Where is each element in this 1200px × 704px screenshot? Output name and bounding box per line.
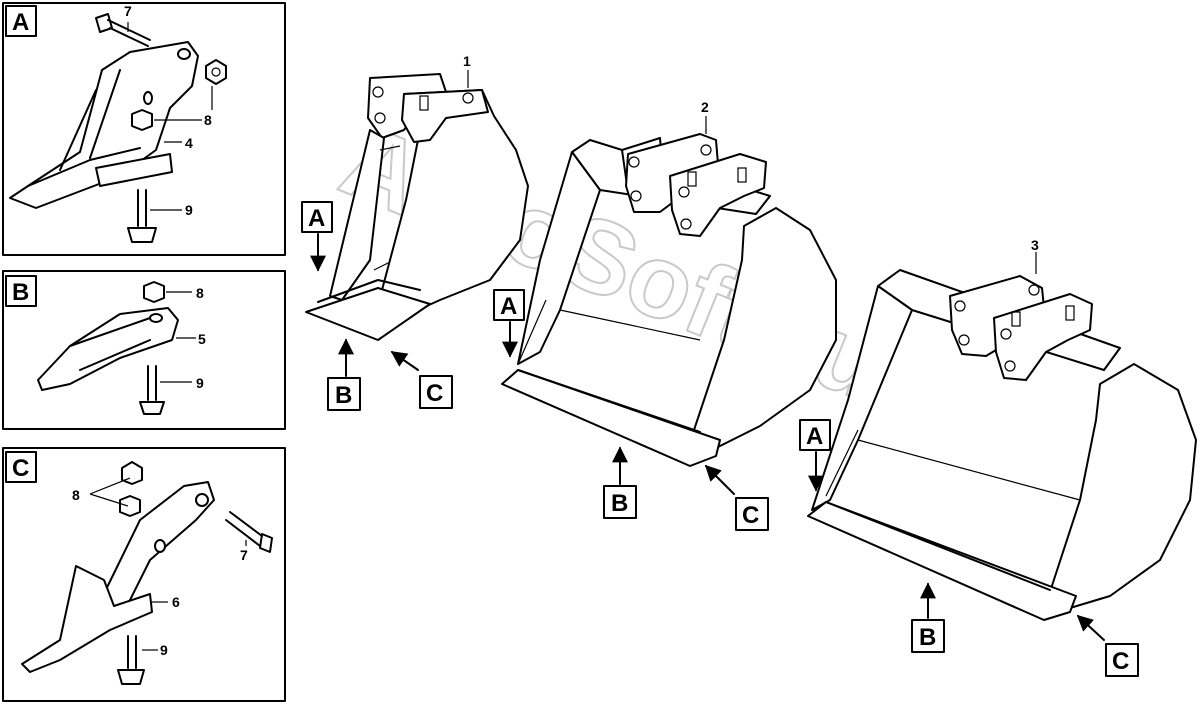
bucket-2-ref-c: C (742, 502, 759, 529)
bolt-icon (117, 635, 145, 685)
panel-a-label-box (5, 5, 37, 37)
nut-icon (121, 461, 143, 485)
panel-c: C 8 7 6 9 (2, 447, 286, 702)
bucket-3-ref-c: C (1112, 648, 1129, 675)
panel-c-label-box (5, 451, 37, 483)
panel-c-label: C (12, 455, 29, 482)
panel-b-label: B (12, 279, 29, 306)
bucket-1: 1 A B C (301, 53, 529, 411)
bucket-1-number: 1 (463, 53, 471, 69)
callout-9: 9 (160, 642, 168, 658)
callout-9: 9 (196, 375, 204, 391)
callout-6: 6 (172, 594, 180, 610)
callout-9: 9 (185, 202, 193, 218)
bucket-2-number: 2 (701, 99, 709, 115)
callout-8: 8 (196, 285, 204, 301)
nut-icon (205, 59, 227, 85)
bucket-1-ref-b: B (335, 382, 352, 409)
bolt-icon (95, 13, 151, 47)
nut-icon (131, 109, 153, 131)
bucket-2-ref-a: A (500, 293, 517, 320)
bucket-1-ref-c: C (426, 380, 443, 407)
bucket-2: 2 A B C (493, 99, 837, 531)
panel-b: B 8 5 9 (2, 270, 286, 430)
bucket-3-ref-b: B (919, 624, 936, 651)
bolt-icon (225, 511, 273, 553)
callout-4: 4 (185, 135, 193, 151)
nut-icon (143, 281, 165, 303)
bolt-icon (127, 189, 157, 243)
panel-a-label: A (12, 9, 29, 36)
bucket-3-number: 3 (1031, 237, 1039, 253)
tooth-body (37, 307, 179, 391)
panel-b-label-box (5, 275, 37, 307)
callout-8: 8 (72, 487, 80, 503)
callout-7: 7 (240, 547, 248, 563)
callout-8: 8 (204, 112, 212, 128)
nut-icon (119, 495, 141, 517)
bolt-icon (139, 365, 165, 415)
callout-5: 5 (198, 331, 206, 347)
bucket-1-ref-a: A (308, 205, 325, 232)
bucket-3: 3 A B C (799, 237, 1197, 677)
bucket-3-ref-a: A (806, 423, 823, 450)
callout-7: 7 (124, 3, 132, 19)
bucket-2-ref-b: B (611, 490, 628, 517)
panel-a: A 7 8 4 9 (2, 2, 286, 256)
tooth-body (21, 565, 153, 673)
